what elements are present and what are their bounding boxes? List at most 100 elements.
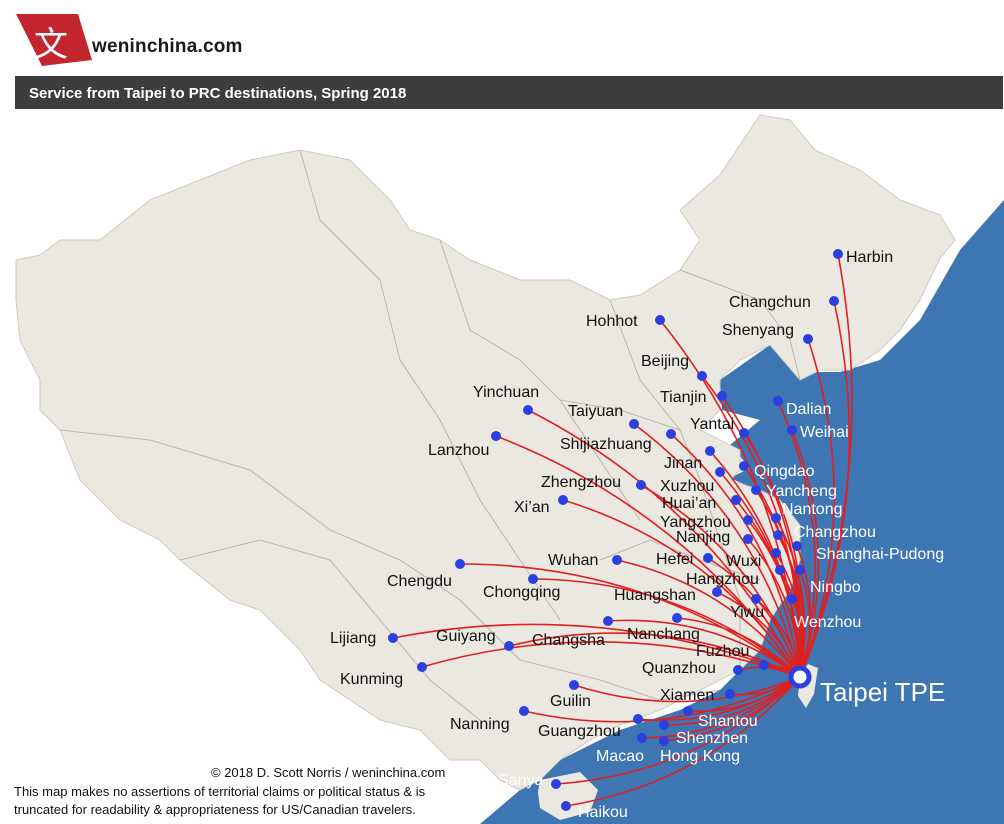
dot-yancheng[interactable] (751, 485, 761, 495)
dot-zhengzhou[interactable] (636, 480, 646, 490)
dot-guangzhou[interactable] (633, 714, 643, 724)
dot-macao[interactable] (637, 733, 647, 743)
dot-guiyang[interactable] (504, 641, 514, 651)
route-changchun (799, 300, 851, 678)
label-quanzhou: Quanzhou (642, 660, 716, 677)
route-wuhan (616, 559, 801, 678)
label-changzhou: Changzhou (794, 524, 876, 541)
disclaimer-line-1: This map makes no assertions of territor… (14, 784, 426, 799)
dot-yantai[interactable] (739, 428, 749, 438)
label-shantou: Shantou (698, 713, 758, 730)
dot-beijing[interactable] (697, 371, 707, 381)
dot-lijiang[interactable] (388, 633, 398, 643)
label-kunming: Kunming (340, 671, 403, 688)
label-wenzhou: Wenzhou (794, 614, 861, 631)
dot-nanjing[interactable] (743, 534, 753, 544)
dot-wuhan[interactable] (612, 555, 622, 565)
dot-taiyuan[interactable] (629, 419, 639, 429)
dot-xuzhou[interactable] (715, 467, 725, 477)
route-yangzhou (747, 519, 801, 678)
dot-shanghai-pudong[interactable] (792, 541, 802, 551)
dot-huai-an[interactable] (731, 495, 741, 505)
land-area (15, 114, 956, 791)
province-borders (59, 149, 801, 721)
dot-xiamen[interactable] (725, 689, 735, 699)
label-tianjin: Tianjin (660, 389, 707, 406)
dot-nantong[interactable] (771, 513, 781, 523)
dot-nanning[interactable] (519, 706, 529, 716)
dot-hefei[interactable] (703, 553, 713, 563)
disclaimer-line-2: truncated for readability & appropriaten… (14, 802, 416, 817)
dot-ningbo[interactable] (795, 565, 805, 575)
dot-qingdao[interactable] (739, 461, 749, 471)
dot-chengdu[interactable] (455, 559, 465, 569)
dot-shantou[interactable] (683, 706, 693, 716)
weninchina-logo: 文 (16, 14, 92, 66)
label-huangshan: Huangshan (614, 587, 696, 604)
label-jinan: Jinan (664, 455, 702, 472)
dot-yiwu[interactable] (751, 594, 761, 604)
label-macao: Macao (596, 748, 644, 765)
brand-name: weninchina.com (92, 36, 243, 57)
dot-hong-kong[interactable] (659, 736, 669, 746)
destination-labels: HarbinChangchunShenyangHohhotBeijingTian… (330, 249, 944, 821)
destination-dots (388, 249, 843, 811)
sea-area (480, 200, 1004, 824)
dot-huangshan[interactable] (712, 587, 722, 597)
dot-shenzhen[interactable] (659, 720, 669, 730)
label-huai-an: Huai’an (662, 495, 716, 512)
route-kunming (421, 641, 801, 678)
dot-lanzhou[interactable] (491, 431, 501, 441)
label-yinchuan: Yinchuan (473, 384, 539, 401)
dot-yangzhou[interactable] (743, 515, 753, 525)
dot-kunming[interactable] (417, 662, 427, 672)
dot-guilin[interactable] (569, 680, 579, 690)
route-nanchang (676, 617, 801, 678)
dot-yinchuan[interactable] (523, 405, 533, 415)
label-changsha: Changsha (532, 632, 605, 649)
dot-hohhot[interactable] (655, 315, 665, 325)
dot-haikou[interactable] (561, 801, 571, 811)
dot-jinan[interactable] (705, 446, 715, 456)
dot-fuzhou[interactable] (759, 660, 769, 670)
dot-xi-an[interactable] (558, 495, 568, 505)
label-dalian: Dalian (786, 401, 831, 418)
label-yancheng: Yancheng (766, 483, 837, 500)
label-nantong: Nantong (782, 501, 843, 518)
route-nanning (523, 676, 801, 723)
dot-changsha[interactable] (603, 616, 613, 626)
label-nanning: Nanning (450, 716, 510, 733)
label-nanjing: Nanjing (676, 529, 730, 546)
dot-sanya[interactable] (551, 779, 561, 789)
label-xiamen: Xiamen (660, 687, 714, 704)
route-taiyuan (633, 423, 801, 678)
dot-changzhou[interactable] (773, 530, 783, 540)
dot-nanchang[interactable] (672, 613, 682, 623)
dot-shijiazhuang[interactable] (666, 429, 676, 439)
hub-marker[interactable] (788, 665, 812, 689)
map-title: Service from Taipei to PRC destinations,… (29, 85, 407, 102)
dot-shenyang[interactable] (803, 334, 813, 344)
dot-harbin[interactable] (833, 249, 843, 259)
label-shanghai-pudong: Shanghai-Pudong (816, 546, 944, 563)
dot-dalian[interactable] (773, 396, 783, 406)
title-bar: Service from Taipei to PRC destinations,… (15, 76, 1003, 109)
dot-wuxi[interactable] (771, 548, 781, 558)
label-qingdao: Qingdao (754, 463, 815, 480)
dot-tianjin[interactable] (717, 391, 727, 401)
route-yinchuan (527, 409, 801, 678)
dot-chongqing[interactable] (528, 574, 538, 584)
dot-changchun[interactable] (829, 296, 839, 306)
label-ningbo: Ningbo (810, 579, 861, 596)
route-ningbo (799, 569, 811, 678)
label-guangzhou: Guangzhou (538, 723, 621, 740)
label-xuzhou: Xuzhou (660, 478, 714, 495)
label-chongqing: Chongqing (483, 584, 560, 601)
dot-wenzhou[interactable] (787, 594, 797, 604)
dot-hangzhou[interactable] (775, 565, 785, 575)
hub-label: Taipei TPE (820, 677, 945, 707)
dot-quanzhou[interactable] (733, 665, 743, 675)
label-taiyuan: Taiyuan (568, 403, 623, 420)
dot-weihai[interactable] (787, 425, 797, 435)
label-changchun: Changchun (729, 294, 811, 311)
